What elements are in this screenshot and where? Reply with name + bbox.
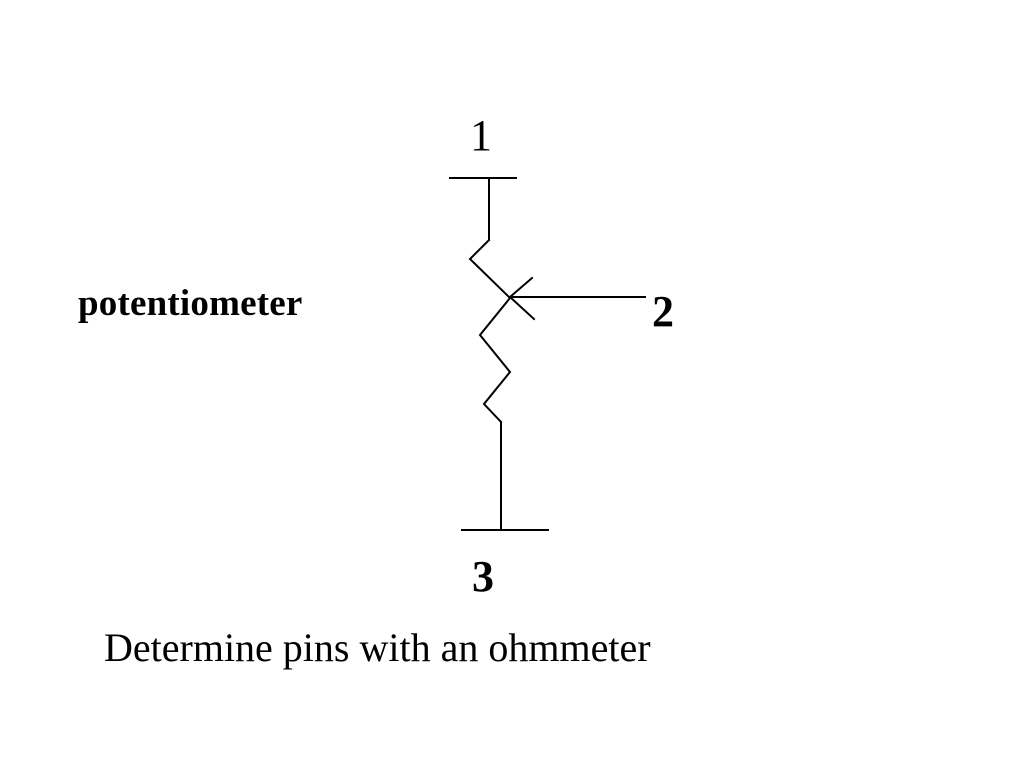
wiper-arrowhead [508, 276, 536, 321]
pin-1-label: 1 [470, 111, 492, 160]
component-label: potentiometer [78, 283, 303, 324]
caption-text: Determine pins with an ohmmeter [104, 625, 651, 670]
pin-3-label: 3 [472, 552, 494, 601]
pin-2-label: 2 [652, 287, 674, 336]
resistor-zigzag [468, 238, 512, 424]
